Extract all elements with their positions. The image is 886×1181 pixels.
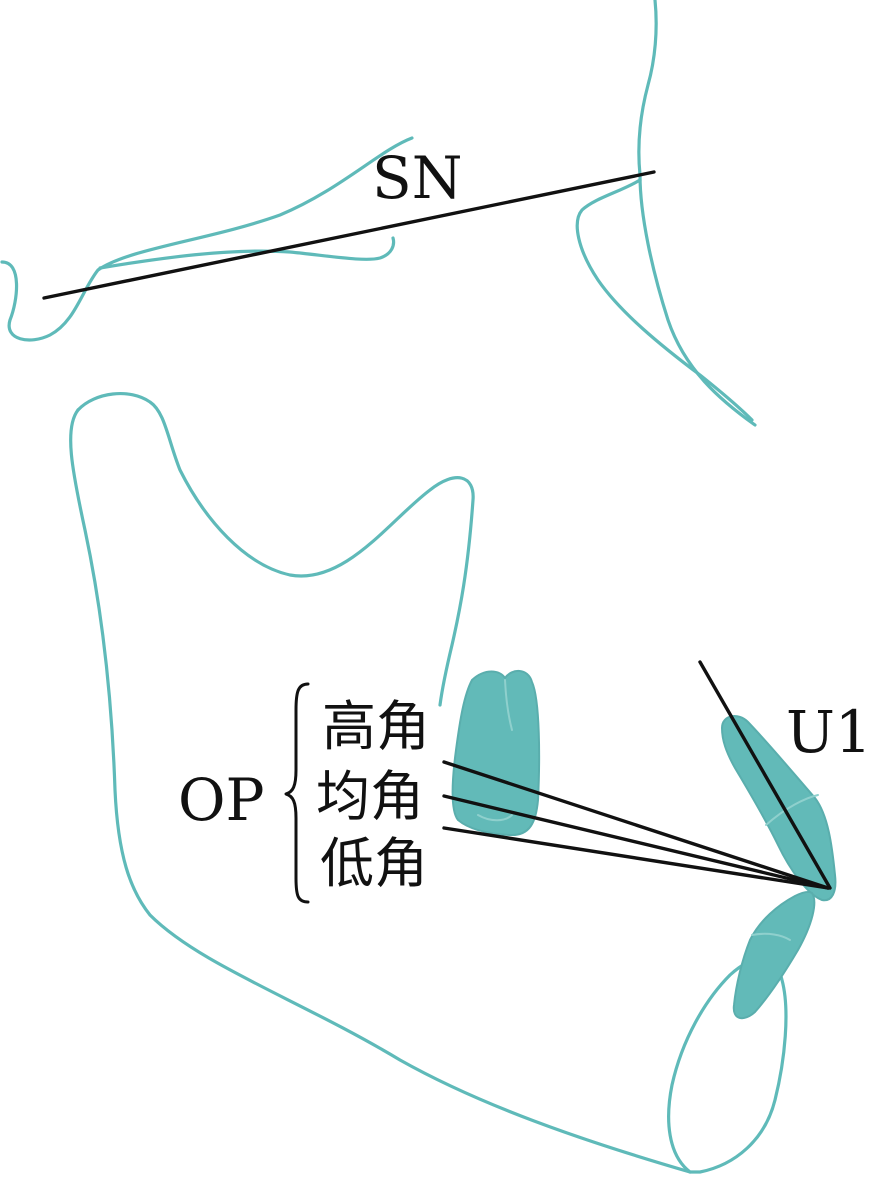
lower-incisor-body bbox=[732, 891, 816, 1020]
op-high-angle-line bbox=[442, 760, 830, 890]
high-angle-label: 高角 bbox=[322, 695, 430, 758]
op-average-angle-line bbox=[442, 794, 830, 890]
lower-incisor bbox=[732, 891, 816, 1020]
cranial-base-outline bbox=[0, 136, 414, 342]
sn-label: SN bbox=[372, 144, 462, 212]
u1-label: U1 bbox=[786, 698, 872, 766]
reference-lines bbox=[42, 170, 832, 890]
upper-incisor bbox=[721, 715, 837, 902]
u1-axis-line bbox=[698, 660, 832, 890]
op-brace bbox=[284, 682, 310, 904]
upper-incisor-cej bbox=[765, 794, 819, 826]
molar-root-gap bbox=[504, 679, 513, 731]
ramus-and-body bbox=[76, 391, 475, 707]
planum-outline bbox=[98, 236, 396, 270]
ramus-posterior-border bbox=[69, 408, 692, 1174]
nasion-profile bbox=[575, 0, 757, 427]
sella-outline bbox=[0, 136, 414, 342]
upper-incisor-body bbox=[721, 715, 837, 902]
lower-incisor-cej bbox=[751, 932, 791, 941]
op-label: OP bbox=[178, 766, 265, 834]
molar-cusp bbox=[477, 814, 513, 822]
sn-line bbox=[42, 170, 656, 300]
nasal-bone bbox=[575, 178, 754, 422]
average-angle-label: 均角 bbox=[316, 765, 424, 828]
op-low-angle-line bbox=[442, 826, 830, 890]
low-angle-label: 低角 bbox=[320, 832, 428, 895]
frontal-profile bbox=[637, 0, 757, 427]
molar-crown bbox=[451, 670, 541, 837]
molar-tooth bbox=[451, 670, 541, 837]
